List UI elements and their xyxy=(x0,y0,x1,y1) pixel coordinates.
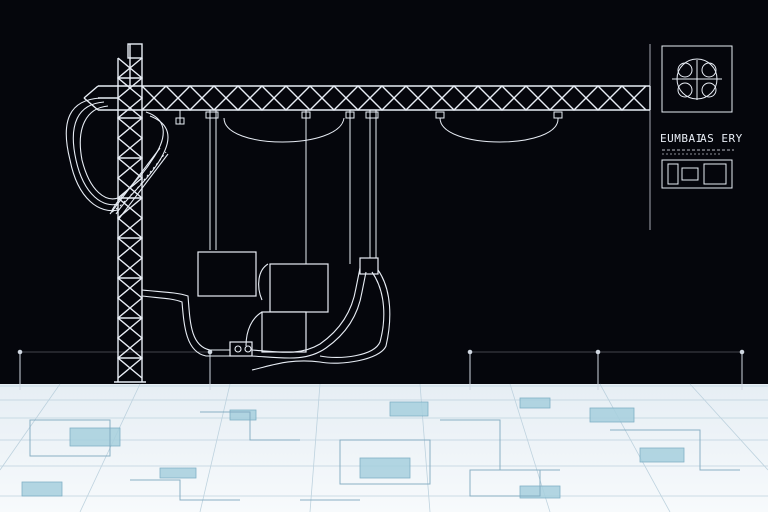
crane-jib xyxy=(83,85,651,111)
cable-routing xyxy=(141,263,391,371)
info-panel xyxy=(649,44,734,230)
horizon-posts xyxy=(17,349,745,390)
panel-title-right: AS ERY xyxy=(700,132,743,145)
cable-loop xyxy=(65,97,169,221)
floor-plan xyxy=(0,383,768,512)
panel-title-left: EUMBAI xyxy=(660,132,703,145)
equipment-boxes xyxy=(197,251,379,357)
hanging-cables xyxy=(175,110,563,264)
